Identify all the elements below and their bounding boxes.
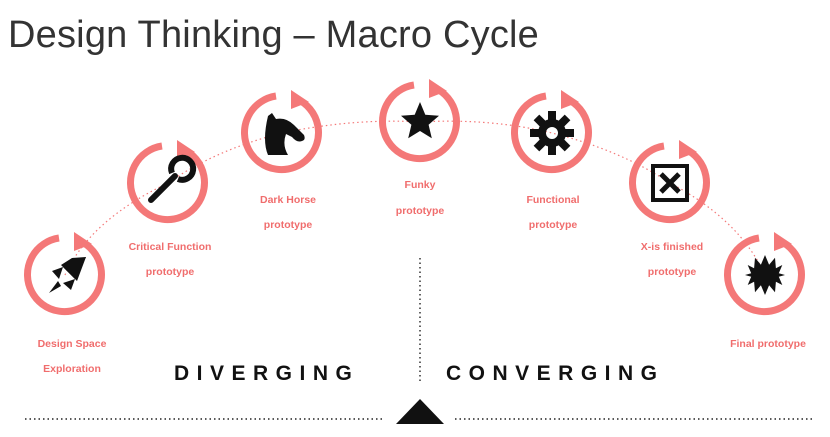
stage-4-label-line2: prototype bbox=[396, 205, 445, 217]
horse-icon bbox=[265, 113, 305, 155]
wrench-icon bbox=[148, 154, 197, 203]
star-icon bbox=[401, 102, 439, 139]
stage-functional bbox=[514, 90, 588, 170]
stage-6-label-line2: prototype bbox=[648, 266, 697, 278]
stage-final-prototype bbox=[727, 232, 801, 312]
stage-x-is-finished bbox=[632, 140, 706, 220]
stage-7-label-line1: Final prototype bbox=[730, 338, 806, 350]
stage-critical-function bbox=[130, 140, 204, 220]
stage-2-label-line1: Critical Function bbox=[129, 241, 212, 253]
rocket-icon bbox=[49, 257, 86, 293]
stage-2-label-line2: prototype bbox=[146, 266, 195, 278]
starburst-icon bbox=[745, 255, 785, 295]
stage-funky bbox=[382, 79, 456, 159]
stage-dark-horse bbox=[244, 90, 318, 170]
diverging-label: DIVERGING bbox=[174, 362, 359, 385]
gear-icon bbox=[530, 111, 574, 155]
center-triangle bbox=[396, 399, 444, 424]
stage-5-label-line2: prototype bbox=[529, 219, 578, 231]
stage-3-label-line1: Dark Horse bbox=[260, 194, 316, 206]
checkbox-x-icon bbox=[651, 164, 689, 202]
stage-5-label-line1: Functional bbox=[526, 194, 579, 206]
stage-1-label-line2: Exploration bbox=[43, 363, 101, 375]
page-title: Design Thinking – Macro Cycle bbox=[8, 14, 539, 56]
stage-3-label-line2: prototype bbox=[264, 219, 313, 231]
stage-4-label-line1: Funky bbox=[405, 179, 436, 191]
stage-1-label-line1: Design Space bbox=[38, 338, 107, 350]
converging-label: CONVERGING bbox=[446, 362, 665, 385]
stage-6-label-line1: X-is finished bbox=[641, 241, 703, 253]
stage-design-space-exploration bbox=[27, 232, 101, 312]
